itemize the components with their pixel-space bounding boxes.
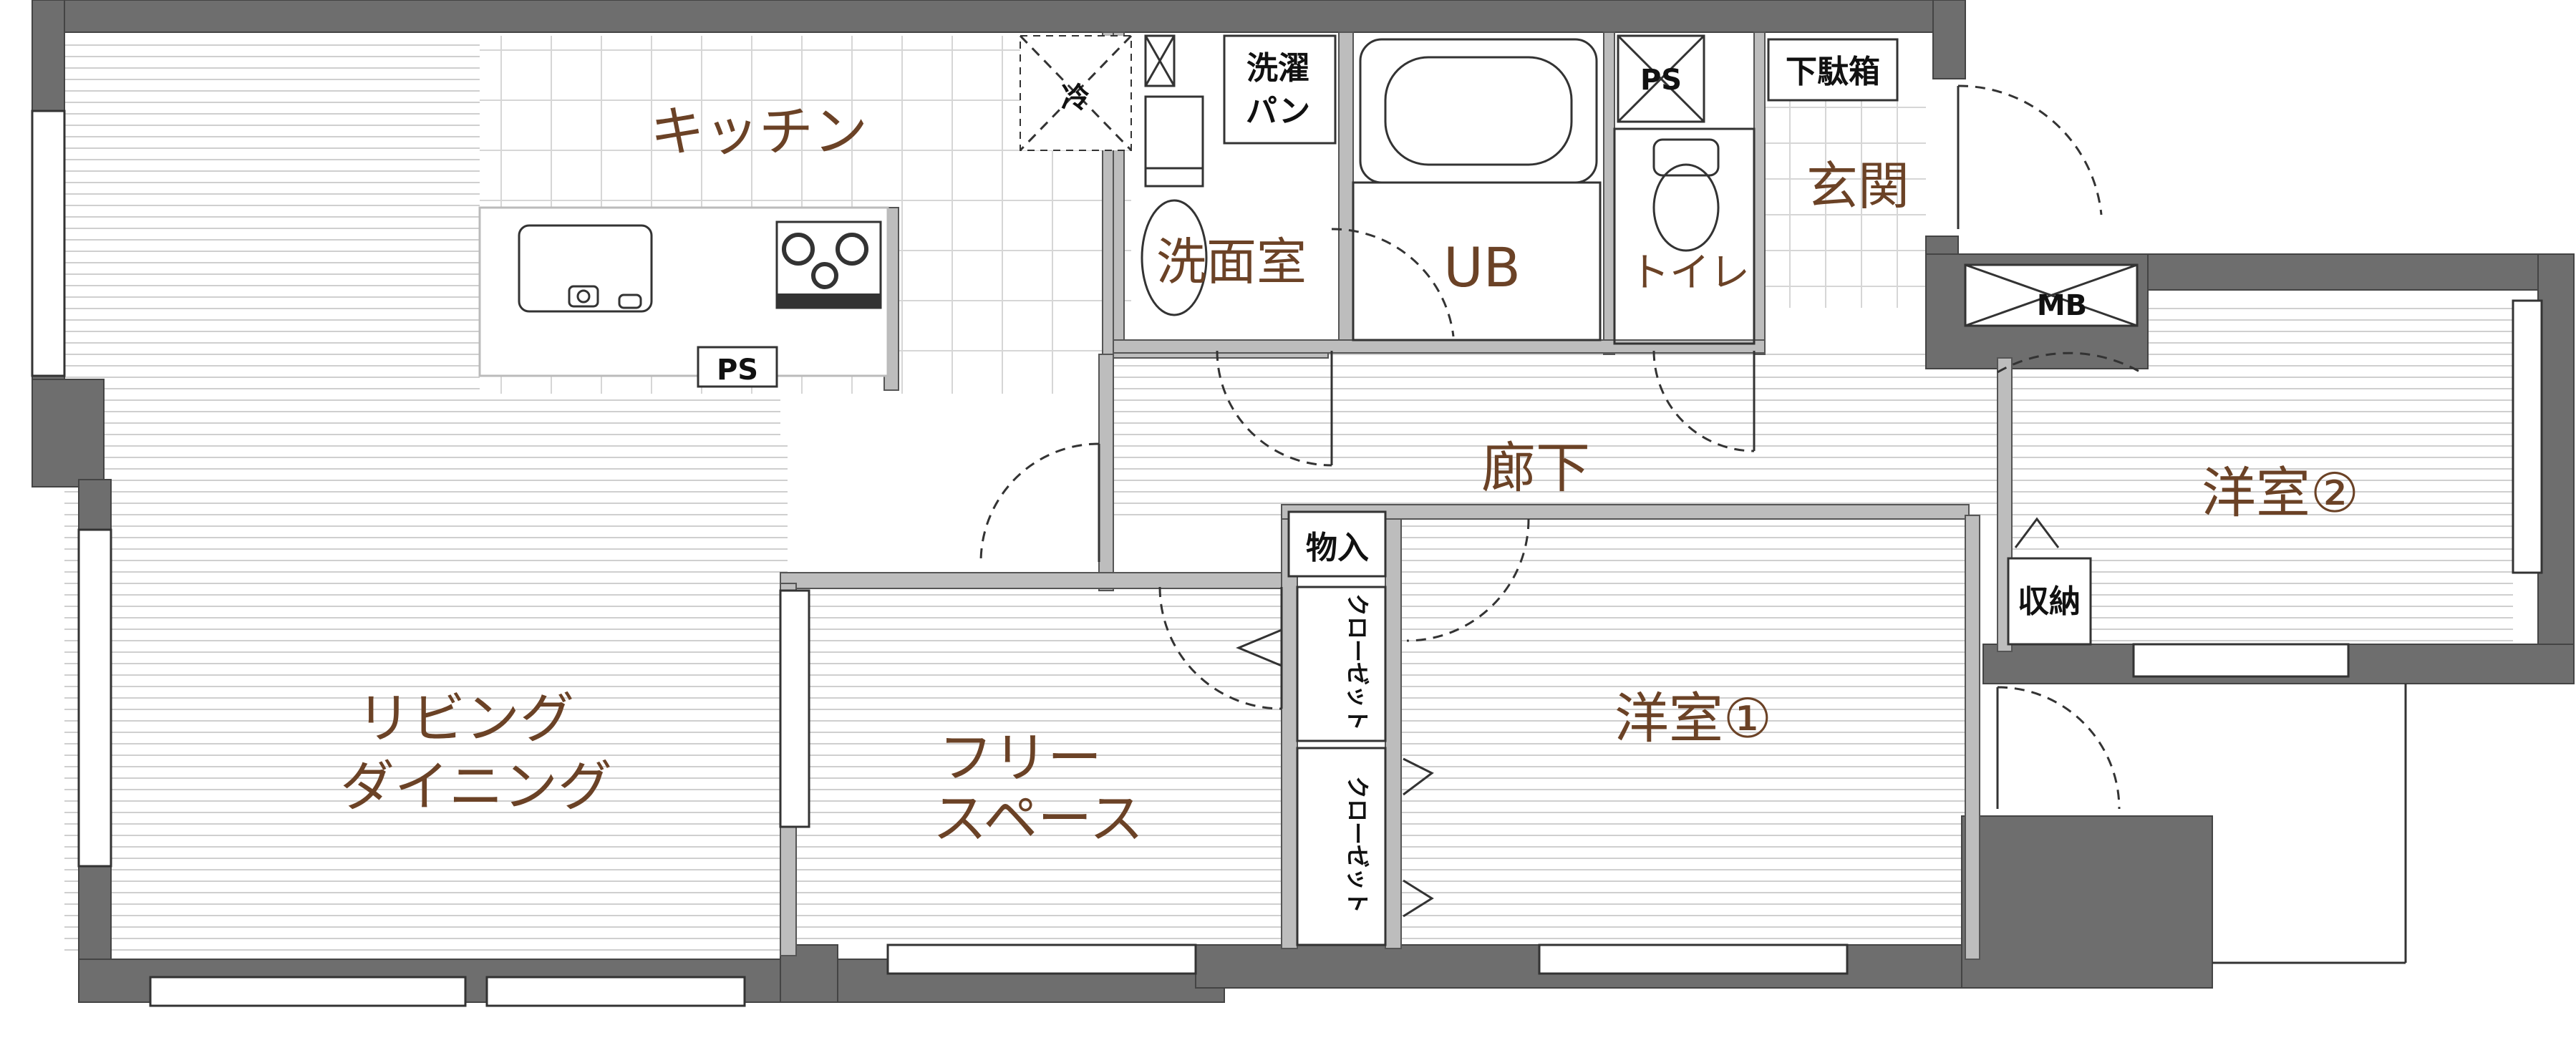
kitchen-ps-label: PS <box>717 354 758 387</box>
window-bottom-3 <box>886 943 1197 975</box>
toilet-tank <box>1652 138 1720 177</box>
window-bottom-4 <box>1538 943 1849 975</box>
window-bottom-1 <box>149 976 467 1007</box>
living-label-line1: リビング <box>357 686 574 750</box>
washer-pan <box>1223 34 1337 145</box>
window-right-w2 <box>2512 299 2543 574</box>
storage-box <box>1287 510 1387 578</box>
ps-top-label: PS <box>1640 64 1682 97</box>
wet-areas: 洗濯 パン 洗面室 UB PS トイレ 下駄箱 玄関 <box>1141 34 1909 345</box>
window-free-left <box>779 589 810 828</box>
closet-upper-label: クローゼット <box>1344 593 1371 731</box>
washer-pan-line1: 洗濯 <box>1246 50 1309 87</box>
floors <box>64 36 2513 959</box>
western1-label: 洋室① <box>1614 686 1772 750</box>
window-w2-bottom <box>2132 643 2350 678</box>
western2-label: 洋室② <box>2202 461 2359 525</box>
hallway-label: 廊下 <box>1481 436 1590 500</box>
closet-storage-box <box>2007 557 2092 646</box>
doors <box>979 84 2141 810</box>
room-labels: 廊下 洋室② 洋室① リビング ダイニング フリー スペース <box>340 436 2359 850</box>
shoebox-box <box>1767 38 1899 102</box>
toilet-bowl <box>1652 163 1720 252</box>
free-space-floor <box>791 583 1285 948</box>
shoebox-label: 下駄箱 <box>1786 54 1880 90</box>
living-label-line2: ダイニング <box>340 755 612 818</box>
entrance-label: 玄関 <box>1806 156 1909 216</box>
sink <box>518 224 653 313</box>
closets: 物入 クローゼット クローゼット 収納 <box>1236 510 2092 946</box>
kitchen-ps-box <box>697 346 778 388</box>
window-bottom-2 <box>485 976 746 1007</box>
closet-storage-label: 収納 <box>2018 583 2081 620</box>
fridge-label: 冷 <box>1061 82 1090 115</box>
living-floor-lower <box>107 444 788 959</box>
kitchen-area: PS キッチン 冷 <box>478 34 1133 388</box>
window-left-lower <box>77 528 112 868</box>
interior-walls <box>780 31 2013 960</box>
free-space-label-line2: スペース <box>933 787 1144 850</box>
closet-lower-label: クローゼット <box>1344 776 1371 913</box>
western1-floor <box>1400 515 1965 948</box>
washbasin <box>1141 199 1208 316</box>
window-left-upper <box>31 110 66 377</box>
kitchen-label: キッチン <box>650 100 868 163</box>
washroom-label: 洗面室 <box>1156 233 1307 291</box>
windows <box>31 110 2543 1007</box>
washer-pan-line2: パン <box>1246 93 1310 130</box>
entrance-floor <box>1765 100 1926 308</box>
free-space-label-line1: フリー <box>939 726 1102 790</box>
bath-label: UB <box>1443 236 1521 299</box>
toilet-label: トイレ <box>1630 250 1750 296</box>
storage-label: 物入 <box>1306 530 1369 566</box>
mb-label: MB <box>2037 289 2087 322</box>
hallway-floor <box>1110 351 1998 515</box>
